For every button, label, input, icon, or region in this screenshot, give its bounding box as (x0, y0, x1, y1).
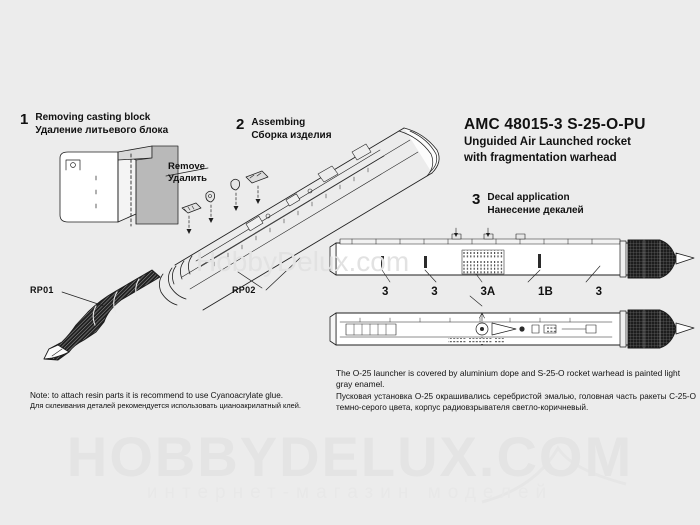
note-glue: Note: to attach resin parts it is recomm… (30, 390, 325, 411)
note-painting-en: The O-25 launcher is covered by aluminiu… (336, 368, 681, 390)
part-label-rp01: RP01 (30, 285, 54, 295)
decal-number: 3A (480, 286, 496, 298)
part-label-rp02: RP02 (232, 285, 256, 295)
step-1-number: 1 (20, 111, 29, 128)
step-2-title-ru: Сборка изделия (251, 129, 332, 141)
main-rocket-perspective-view (43, 127, 440, 361)
step-1-header: 1 Removing casting block Удаление литьев… (20, 112, 168, 138)
step-3-text: Decal application Нанесение декалей (487, 192, 583, 218)
decal-number: 1B (538, 286, 553, 298)
step-3-number: 3 (472, 191, 481, 208)
note-painting-ru: Пусковая установка О-25 окрашивались сер… (336, 392, 696, 413)
step-3-title-ru: Нанесение декалей (487, 204, 584, 216)
note-glue-ru: Для склеивания деталей рекомендуется исп… (30, 401, 301, 411)
remove-callout: Remove Удалить (168, 161, 207, 186)
remove-label-ru: Удалить (168, 173, 207, 185)
decal-number: 3 (595, 286, 602, 298)
step-2-header: 2 Assembing Сборка изделия (236, 117, 332, 143)
remove-label-en: Remove (168, 161, 205, 172)
step-2-text: Assembing Сборка изделия (251, 117, 331, 143)
product-description-line-2: with fragmentation warhead (464, 151, 617, 164)
watermark-bottom-small: интернет-магазин моделей (146, 482, 554, 503)
step-1-text: Removing casting block Удаление литьевог… (35, 112, 168, 138)
watermark-bottom-large: HOBBYDELUX.COM (66, 425, 634, 488)
product-code: AMC 48015-3 S-25-O-PU (464, 116, 646, 133)
step-3-header: 3 Decal application Нанесение декалей (472, 192, 584, 218)
decal-side-view-bottom (329, 295, 695, 349)
title-block: AMC 48015-3 S-25-O-PU Unguided Air Launc… (464, 115, 696, 166)
step-3-title-en: Decal application (487, 192, 570, 203)
decal-number: 3 (382, 286, 389, 298)
note-glue-en: Note: to attach resin parts it is recomm… (30, 391, 284, 400)
step-2-number: 2 (236, 116, 245, 133)
decal-number: 3 (431, 286, 438, 298)
decal-number-row: 3 3 3A 1B 3 (382, 286, 602, 298)
step-2-title-en: Assembing (251, 117, 306, 128)
note-painting: The O-25 launcher is covered by aluminiu… (336, 368, 696, 414)
step-1-title-ru: Удаление литьевого блока (35, 124, 169, 136)
step-1-title-en: Removing casting block (35, 112, 151, 123)
watermark-center: HobbyDelux.com (196, 246, 410, 277)
casting-block-diagram (59, 145, 209, 227)
product-description-line-1: Unguided Air Launched rocket (464, 136, 631, 149)
